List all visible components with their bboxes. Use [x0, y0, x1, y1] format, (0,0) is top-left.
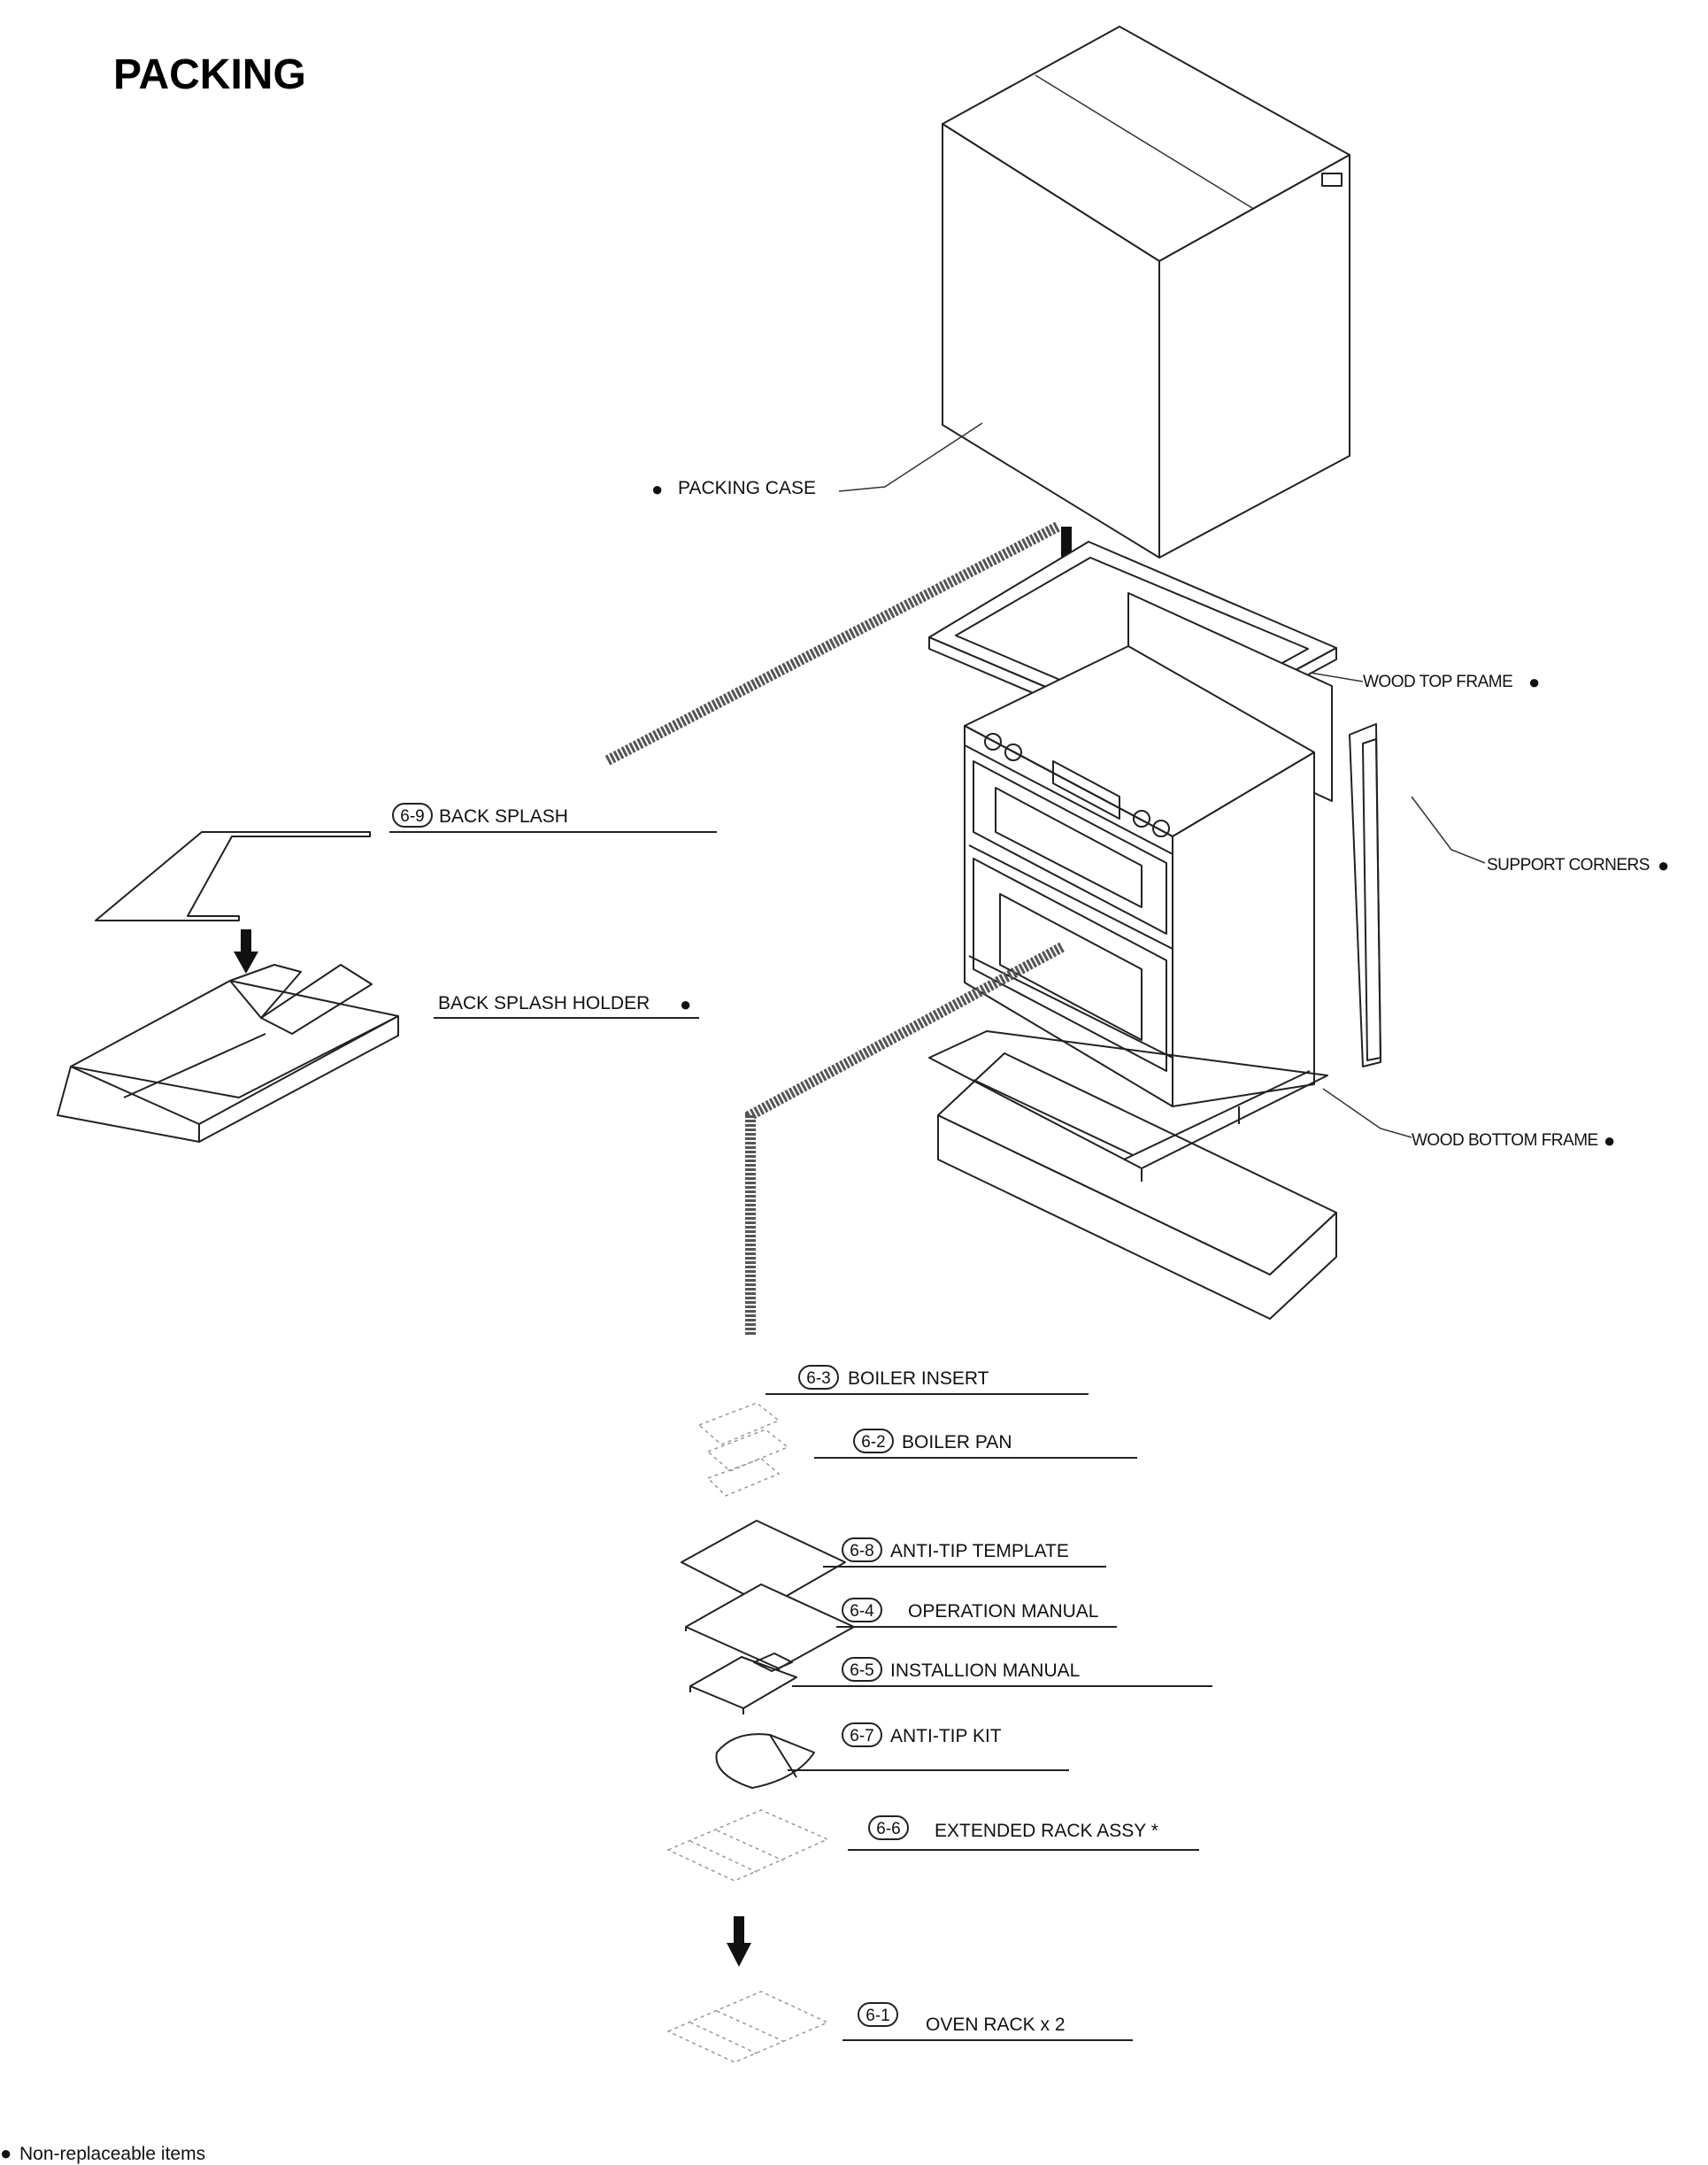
label-oven-rack: OVEN RACK x 2: [926, 2015, 1066, 2035]
support-corners-leader: [1411, 796, 1486, 864]
label-boiler-pan: BOILER PAN: [902, 1432, 1012, 1452]
svg-text:6-9: 6-9: [400, 807, 424, 826]
part-6-6-code-badge: 6-6: [868, 1815, 909, 1840]
arrow-down-icon: [234, 929, 258, 974]
oven-rack-drawing: [666, 1991, 829, 2063]
boiler-insert-drawing: [697, 1402, 789, 1472]
part-6-7-code-badge: 6-7: [842, 1722, 882, 1747]
label-wood-top-frame: WOOD TOP FRAME: [1363, 673, 1512, 691]
label-support-corners: SUPPORT CORNERS: [1487, 856, 1650, 874]
label-anti-tip-kit: ANTI-TIP KIT: [890, 1726, 1002, 1746]
wood-bottom-frame-drawing: [928, 1030, 1337, 1320]
non-replaceable-bullet: ●: [651, 478, 663, 500]
footnote-non-replaceable: Non-replaceable items: [19, 2144, 205, 2164]
arrow-down-icon: [727, 1916, 751, 1967]
packing-case-leader: [838, 422, 983, 492]
part-6-4-code-badge: 6-4: [842, 1598, 882, 1622]
part-6-5-code-badge: 6-5: [842, 1657, 882, 1682]
non-replaceable-bullet: ●: [0, 2142, 12, 2164]
label-boiler-insert: BOILER INSERT: [848, 1368, 989, 1389]
svg-text:6-8: 6-8: [850, 1542, 873, 1560]
svg-text:6-6: 6-6: [876, 1820, 900, 1838]
non-replaceable-bullet: ●: [680, 993, 691, 1015]
support-corners-drawing: [1349, 723, 1381, 1067]
label-back-splash: BACK SPLASH: [439, 806, 568, 827]
operation-manual-drawing: [685, 1583, 855, 1673]
svg-text:6-1: 6-1: [866, 2007, 889, 2025]
label-packing-case: PACKING CASE: [678, 478, 816, 498]
svg-text:6-4: 6-4: [850, 1602, 874, 1621]
svg-text:6-2: 6-2: [861, 1433, 885, 1452]
path-to-back-splash: [604, 521, 1060, 767]
non-replaceable-bullet: ●: [1658, 854, 1669, 876]
wood-top-frame-leader: [1309, 672, 1364, 682]
page-title: PACKING: [113, 51, 306, 98]
boiler-pan-drawing: [706, 1458, 781, 1497]
svg-text:6-5: 6-5: [850, 1661, 873, 1680]
back-splash-holder-drawing: [57, 964, 399, 1143]
label-back-splash-holder: BACK SPLASH HOLDER: [438, 993, 650, 1013]
part-6-8-code-badge: 6-8: [842, 1537, 882, 1562]
anti-tip-kit-drawing: [715, 1733, 815, 1789]
back-splash-drawing: [95, 831, 371, 921]
installation-manual-drawing: [689, 1653, 797, 1714]
part-6-9-code-badge: 6-9: [392, 803, 433, 828]
label-wood-bottom-frame: WOOD BOTTOM FRAME: [1412, 1131, 1598, 1150]
label-anti-tip-template: ANTI-TIP TEMPLATE: [890, 1541, 1069, 1561]
part-6-2-code-badge: 6-2: [853, 1429, 894, 1453]
path-to-accessories: [745, 942, 1065, 1337]
extended-rack-drawing: [666, 1809, 829, 1882]
part-6-3-code-badge: 6-3: [798, 1365, 839, 1390]
label-extended-rack-assy: EXTENDED RACK ASSY *: [935, 1821, 1158, 1841]
svg-text:6-3: 6-3: [806, 1369, 830, 1388]
anti-tip-template-drawing: [681, 1520, 846, 1607]
non-replaceable-bullet: ●: [1604, 1129, 1615, 1152]
non-replaceable-bullet: ●: [1528, 671, 1540, 693]
range-drawing: [964, 592, 1333, 1107]
svg-text:6-7: 6-7: [850, 1727, 873, 1745]
label-operation-manual: OPERATION MANUAL: [908, 1601, 1098, 1622]
part-6-1-code-badge: 6-1: [858, 2002, 898, 2027]
wood-bottom-frame-leader: [1322, 1088, 1412, 1138]
packing-case-drawing: [942, 26, 1350, 559]
label-installation-manual: INSTALLION MANUAL: [890, 1660, 1080, 1681]
